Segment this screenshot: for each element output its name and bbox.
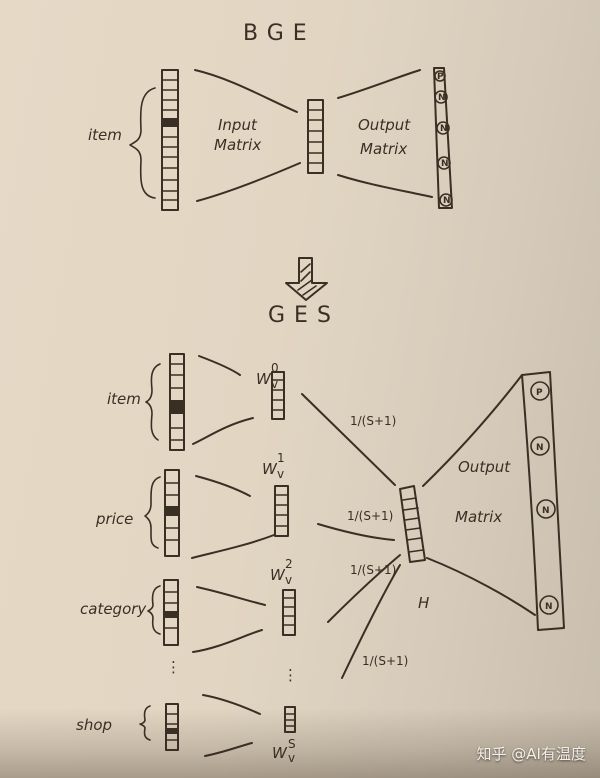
svg-text:W: W xyxy=(270,566,286,584)
svg-text:N: N xyxy=(438,93,446,103)
svg-text:v: v xyxy=(285,573,292,587)
ges-emb-ellipsis: ⋮ xyxy=(283,666,298,684)
ges-item-vector xyxy=(169,353,185,451)
ges-weight-w0: W 0 v xyxy=(256,361,279,391)
svg-text:N: N xyxy=(536,443,544,453)
ges-output-matrix-label-1: Output xyxy=(458,458,511,476)
svg-text:1: 1 xyxy=(277,451,285,465)
ges-category-top-line xyxy=(196,586,266,606)
ges-price-bottom-line xyxy=(191,534,275,559)
bge-input-top-line xyxy=(194,69,298,113)
ges-price-top-line xyxy=(195,475,251,497)
svg-text:W: W xyxy=(272,744,288,762)
ges-weight-ws: W S v xyxy=(272,737,296,765)
watermark: 知乎 @AI有温度 xyxy=(476,745,586,763)
bge-output-matrix-label-2: Matrix xyxy=(360,140,407,158)
ges-input-ellipsis: ⋮ xyxy=(166,658,181,676)
ges-output-matrix-label-2: Matrix xyxy=(455,508,502,526)
bge-input-matrix-label-1: Input xyxy=(218,116,258,134)
ges-shop-label: shop xyxy=(76,716,112,734)
bge-hidden-vector xyxy=(307,99,324,174)
svg-text:W: W xyxy=(262,460,278,478)
ges-edge-2 xyxy=(327,554,401,623)
ges-shop-vector xyxy=(165,703,179,751)
ges-emb-vector-s xyxy=(284,706,296,733)
ges-edge-1 xyxy=(317,523,395,541)
down-arrow-icon xyxy=(285,257,328,301)
svg-text:N: N xyxy=(441,159,449,169)
svg-text:N: N xyxy=(545,602,553,612)
ges-price-brace xyxy=(144,476,161,549)
ges-item-label: item xyxy=(107,390,141,408)
bge-output-vector: P N N N N xyxy=(433,67,453,209)
ges-output-bottom-line xyxy=(426,557,536,616)
ges-weight-w2: W 2 v xyxy=(270,557,293,587)
ges-shop-top-line xyxy=(202,694,261,715)
ges-hidden-label: H xyxy=(418,594,429,612)
ges-edge-weight-s: 1/(S+1) xyxy=(362,654,408,668)
svg-text:v: v xyxy=(277,467,284,481)
ges-category-bottom-line xyxy=(192,629,263,653)
ges-edge-weight-2: 1/(S+1) xyxy=(350,563,396,577)
ges-emb-vector-2 xyxy=(282,589,296,636)
bge-title: BGE xyxy=(243,21,316,46)
ges-edge-weight-1: 1/(S+1) xyxy=(347,509,393,523)
svg-text:P: P xyxy=(536,388,543,398)
bge-input-vector xyxy=(161,69,179,211)
svg-text:N: N xyxy=(440,124,448,134)
ges-item-brace xyxy=(145,363,161,441)
ges-emb-vector-0 xyxy=(271,371,285,420)
ges-edge-0 xyxy=(301,393,396,486)
ges-shop-brace xyxy=(139,705,151,741)
ges-category-brace xyxy=(147,585,161,635)
ges-price-vector xyxy=(164,469,180,557)
ges-category-label: category xyxy=(80,600,147,618)
svg-text:P: P xyxy=(437,72,444,82)
svg-text:v: v xyxy=(288,751,295,765)
svg-text:0: 0 xyxy=(271,361,279,375)
ges-item-bottom-line xyxy=(192,417,254,445)
ges-category-vector xyxy=(163,579,179,646)
ges-edge-s xyxy=(341,564,401,679)
ges-hidden-vector xyxy=(399,485,426,563)
ges-item-top-line xyxy=(198,355,241,376)
ges-price-label: price xyxy=(95,510,133,528)
bge-output-bottom-line xyxy=(337,174,433,198)
ges-shop-bottom-line xyxy=(204,742,253,757)
svg-text:v: v xyxy=(271,377,278,391)
bge-item-label: item xyxy=(88,126,122,144)
ges-edge-weight-0: 1/(S+1) xyxy=(350,414,396,428)
svg-text:N: N xyxy=(542,506,550,516)
ges-output-vector: P N N N xyxy=(521,371,565,631)
bge-input-matrix-label-2: Matrix xyxy=(214,136,261,154)
ges-title: GES xyxy=(268,303,340,328)
svg-text:S: S xyxy=(288,737,296,751)
bge-input-bottom-line xyxy=(196,162,301,202)
ges-output-top-line xyxy=(422,374,523,487)
svg-text:N: N xyxy=(443,196,451,206)
bge-brace xyxy=(129,87,156,199)
svg-text:2: 2 xyxy=(285,557,293,571)
ges-emb-vector-1 xyxy=(274,485,289,537)
bge-output-matrix-label-1: Output xyxy=(358,116,411,134)
svg-text:W: W xyxy=(256,370,272,388)
bge-output-top-line xyxy=(337,69,421,99)
ges-weight-w1: W 1 v xyxy=(262,451,285,481)
